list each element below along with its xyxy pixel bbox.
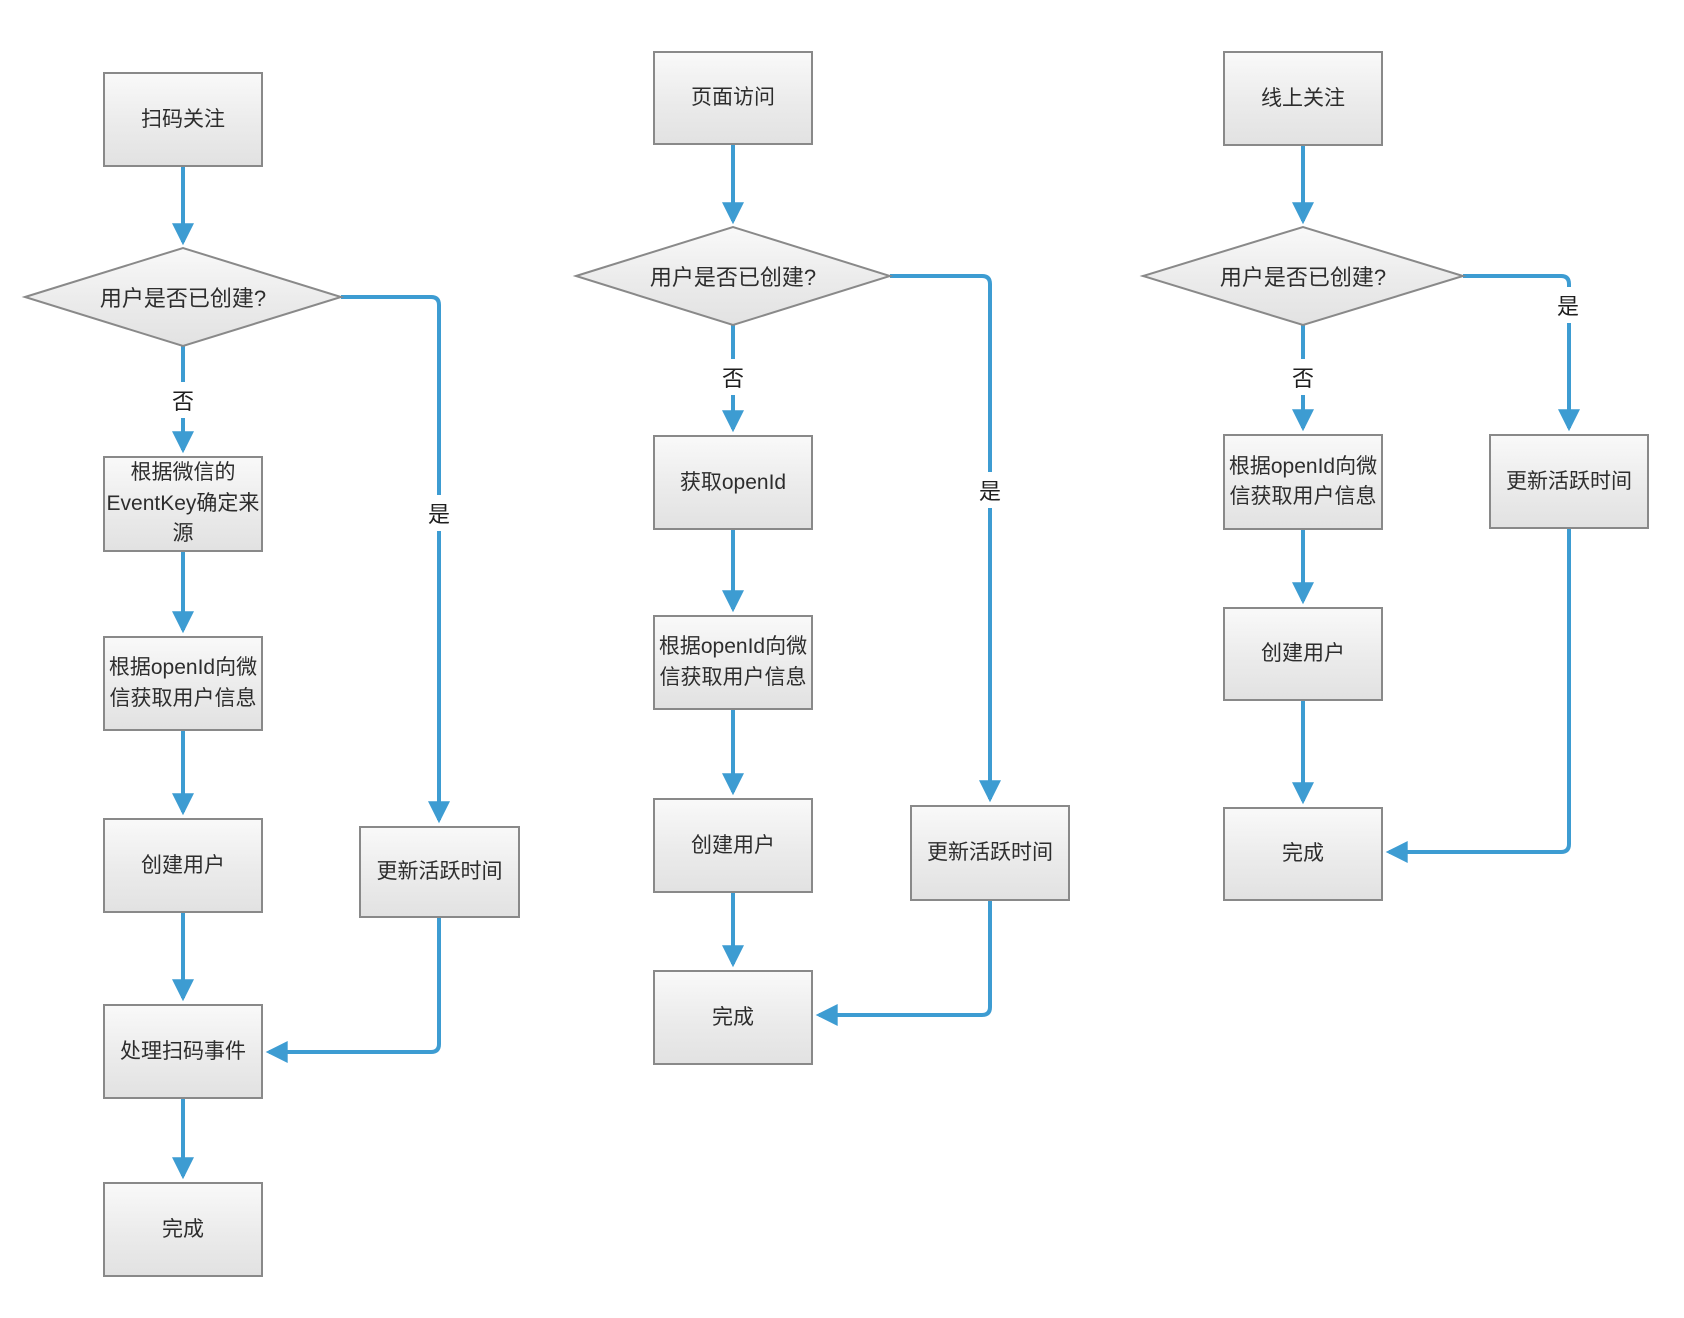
edge-label-no-page: 否 bbox=[717, 359, 749, 395]
edge-label-yes-scan: 是 bbox=[423, 495, 455, 531]
decision-diamond-online bbox=[1139, 225, 1467, 327]
edge-online-update-to-done bbox=[1385, 529, 1571, 863]
edge-label-yes-page: 是 bbox=[974, 472, 1006, 508]
decision-label-scan: 用户是否已创建? bbox=[99, 286, 267, 311]
end-node-page-done: 完成 bbox=[653, 970, 813, 1065]
process-node-scan-create-user: 创建用户 bbox=[103, 818, 263, 913]
process-node-page-getinfo: 根据openId向微 信获取用户信息 bbox=[653, 615, 813, 710]
start-node-page-visit: 页面访问 bbox=[653, 51, 813, 145]
start-node-online-follow: 线上关注 bbox=[1223, 51, 1383, 146]
edge-label-no-scan: 否 bbox=[167, 382, 199, 418]
decision-diamond-page bbox=[572, 225, 894, 327]
process-node-scan-update-active-time: 更新活跃时间 bbox=[359, 826, 520, 918]
decision-label-page: 用户是否已创建? bbox=[649, 265, 817, 290]
start-node-scan: 扫码关注 bbox=[103, 72, 263, 167]
edge-page-update-to-done bbox=[815, 901, 992, 1026]
process-node-scan-getinfo: 根据openId向微 信获取用户信息 bbox=[103, 636, 263, 731]
edge-scan-decision-yes bbox=[341, 295, 450, 824]
process-node-page-update-active-time: 更新活跃时间 bbox=[910, 805, 1070, 901]
edge-page-decision-yes bbox=[890, 274, 1001, 803]
process-node-online-getinfo: 根据openId向微 信获取用户信息 bbox=[1223, 434, 1383, 530]
process-node-online-create-user: 创建用户 bbox=[1223, 607, 1383, 701]
decision-diamond-scan bbox=[21, 246, 345, 348]
end-node-online-done: 完成 bbox=[1223, 807, 1383, 901]
end-node-scan-done: 完成 bbox=[103, 1182, 263, 1277]
edge-label-yes-online: 是 bbox=[1552, 287, 1584, 323]
process-node-page-create-user: 创建用户 bbox=[653, 798, 813, 893]
edge-online-decision-yes bbox=[1463, 274, 1580, 432]
process-node-get-openid: 获取openId bbox=[653, 435, 813, 530]
process-node-handle-scan-event: 处理扫码事件 bbox=[103, 1004, 263, 1099]
process-node-eventkey: 根据微信的 EventKey确定来 源 bbox=[103, 456, 263, 552]
process-node-online-update-active-time: 更新活跃时间 bbox=[1489, 434, 1649, 529]
edge-scan-update-to-handle bbox=[265, 918, 441, 1063]
edge-label-no-online: 否 bbox=[1287, 359, 1319, 395]
decision-label-online: 用户是否已创建? bbox=[1219, 265, 1387, 290]
